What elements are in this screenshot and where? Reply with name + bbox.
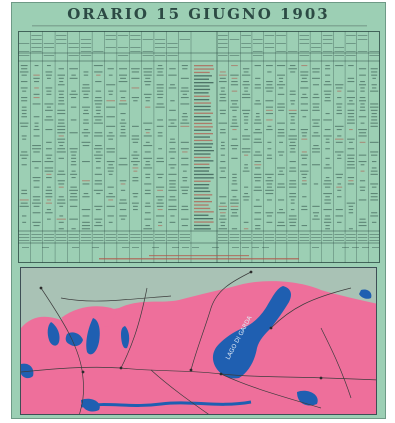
- lake-maggiore: [47, 322, 60, 346]
- timetable-frame: [18, 31, 380, 263]
- timetable-grid: [18, 31, 380, 263]
- lake-como: [86, 318, 100, 355]
- station-dots: [39, 270, 323, 380]
- river-po: [80, 400, 252, 408]
- rail-lines: [21, 271, 376, 414]
- lake-small-east: [359, 289, 372, 299]
- poster-title: ORARIO 15 GIUGNO 1903: [67, 5, 330, 23]
- timetable-poster: ORARIO 15 GIUGNO 1903 LAGO DI GARDA: [11, 2, 386, 419]
- rail-map: LAGO DI GARDA: [20, 267, 377, 415]
- poster-subtitle-text: [32, 25, 367, 27]
- lake-garda: [212, 286, 291, 379]
- lake-small-west: [21, 363, 34, 379]
- lake-iseo: [121, 326, 130, 349]
- timetable-footer-note: [20, 257, 378, 262]
